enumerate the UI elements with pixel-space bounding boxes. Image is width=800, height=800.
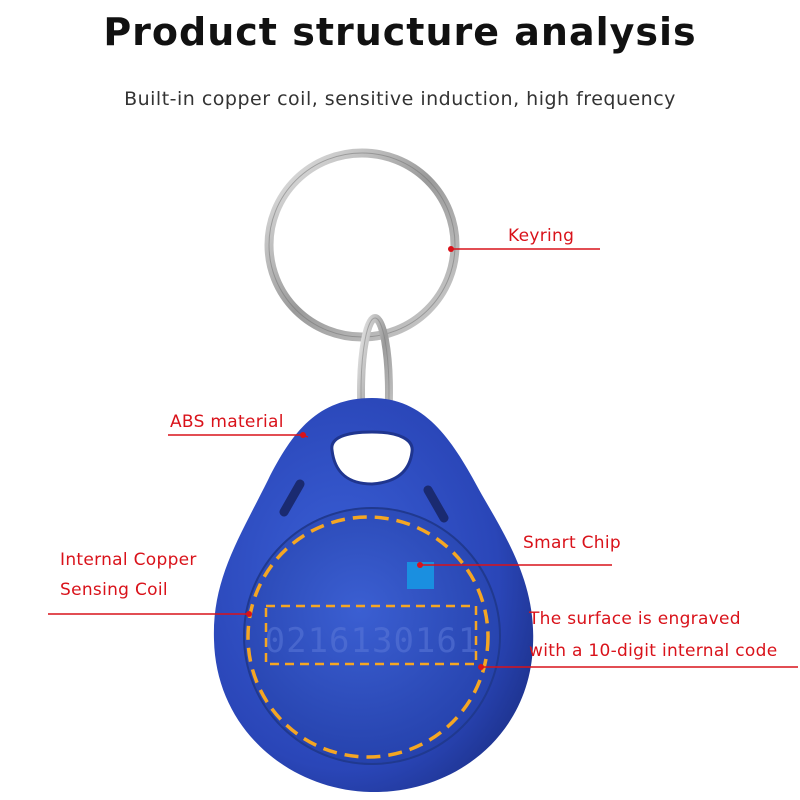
engraved-label-line2: with a 10-digit internal code: [529, 641, 778, 661]
smart-chip-label: Smart Chip: [523, 533, 621, 553]
engraved-code-outline: [264, 604, 478, 666]
engraved-label-line1: The surface is engraved: [529, 609, 741, 629]
copper-coil-outline: [246, 515, 490, 759]
engraved-code: 0216130161: [265, 621, 480, 661]
page-subtitle: Built-in copper coil, sensitive inductio…: [124, 88, 676, 110]
copper-coil-label-line2: Sensing Coil: [60, 580, 168, 600]
keyring: [264, 148, 460, 342]
fob-body: 0216130161: [213, 398, 534, 793]
callout-dots: [246, 246, 484, 670]
callout-lines: [48, 248, 798, 668]
abs-material-label: ABS material: [170, 412, 284, 432]
page-title: Product structure analysis: [103, 10, 697, 54]
keyring-label: Keyring: [508, 226, 575, 246]
copper-coil-label-line1: Internal Copper: [60, 550, 197, 570]
